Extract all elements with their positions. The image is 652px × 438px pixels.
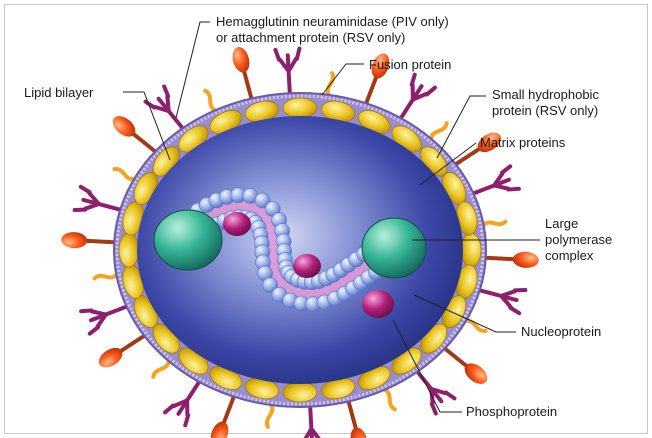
hn-glycoprotein [440,342,491,388]
hn-glycoprotein [61,232,115,251]
small-hydrophobic-protein [114,168,135,181]
label-sh-line1: Small hydrophobic [492,87,599,103]
label-large-line3: complex [545,248,612,264]
hn-glycoprotein [95,329,148,371]
phosphoprotein-1 [223,212,251,236]
small-hydrophobic-protein [152,360,170,378]
polymerase-complex-right [362,218,426,278]
small-hydrophobic-protein [94,273,116,280]
label-large-line2: polymerase [545,232,612,248]
hn-glycoprotein [207,394,241,438]
small-hydrophobic-protein [483,220,505,227]
hn-glycoprotein [109,112,160,158]
small-hydrophobic-protein [383,389,396,410]
small-hydrophobic-protein [204,90,217,111]
label-small-hydrophobic-protein: Small hydrophobic protein (RSV only) [492,87,599,119]
label-large-polymerase-complex: Large polymerase complex [545,216,612,264]
fusion-glycoprotein [477,279,526,314]
matrix-protein [119,233,139,267]
label-phosphoprotein: Phosphoprotein [466,404,557,420]
matrix-protein [461,233,481,267]
label-large-line1: Large [545,216,612,232]
polymerase-complex-left [154,210,222,270]
fusion-glycoprotein [298,406,324,438]
hn-glycoprotein [230,45,259,100]
label-matrix-proteins: Matrix proteins [480,135,565,151]
matrix-protein [283,382,317,402]
matrix-protein [283,98,317,118]
label-lipid-bilayer: Lipid bilayer [24,85,93,101]
small-hydrophobic-protein [430,122,448,140]
label-hemagglutinin-neuraminidase: Hemagglutinin neuraminidase (PIV only) o… [216,14,449,46]
label-nucleoprotein: Nucleoprotein [521,324,601,340]
fusion-glycoprotein [75,187,124,222]
label-sh-line2: protein (RSV only) [492,103,599,119]
fusion-glycoprotein [275,49,301,94]
phosphoprotein-2 [293,254,321,278]
label-hn-line1: Hemagglutinin neuraminidase (PIV only) [216,14,449,30]
label-hn-line2: or attachment protein (RSV only) [216,30,449,46]
hn-glycoprotein [485,250,539,269]
small-hydrophobic-protein [266,405,273,427]
label-fusion-protein: Fusion protein [369,57,451,73]
hn-glycoprotein [341,400,370,438]
phosphoprotein-3 [362,290,394,318]
